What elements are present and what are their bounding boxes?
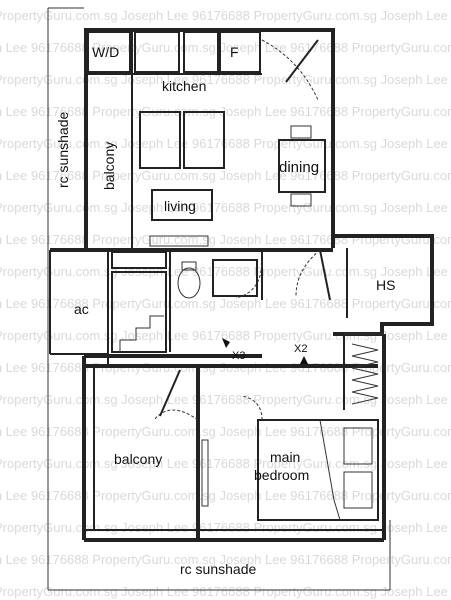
watermark-line: PropertyGuru.com.sg Joseph Lee 96176688 … (0, 392, 451, 407)
watermark-line: Joseph Lee 96176688 PropertyGuru.com.sg … (0, 104, 451, 119)
balcony-top-label: balcony (101, 142, 117, 190)
fridge-label: F (230, 44, 239, 60)
dining-label: dining (279, 159, 319, 176)
sunshade-outline (47, 7, 391, 591)
watermark-line: Joseph Lee 96176688 PropertyGuru.com.sg … (0, 40, 451, 55)
watermark-line: PropertyGuru.com.sg Joseph Lee 96176688 … (0, 456, 451, 471)
watermark-line: PropertyGuru.com.sg Joseph Lee 96176688 … (0, 8, 451, 23)
balcony-bottom-label: balcony (114, 451, 162, 467)
x3-marker-label: X3 (232, 350, 245, 362)
door-swings (153, 39, 331, 421)
living-label: living (164, 198, 196, 214)
dining-furniture (278, 125, 326, 207)
watermark-line: PropertyGuru.com.sg Joseph Lee 96176688 … (0, 520, 451, 535)
hs-label: HS (376, 277, 395, 293)
wd-label: W/D (92, 44, 119, 60)
wardrobe-hatch (351, 343, 379, 405)
watermark-line: Joseph Lee 96176688 PropertyGuru.com.sg … (0, 424, 451, 439)
watermark-line: Joseph Lee 96176688 PropertyGuru.com.sg … (0, 552, 451, 567)
living-furniture (139, 111, 225, 247)
watermark-line: PropertyGuru.com.sg Joseph Lee 96176688 … (0, 72, 451, 87)
walls (49, 28, 434, 542)
watermark-line: PropertyGuru.com.sg Joseph Lee 96176688 … (0, 136, 451, 151)
x2-arrow-icon (300, 356, 308, 364)
main-bedroom-label-line1: main (270, 449, 300, 465)
x2-marker-label: X2 (294, 343, 307, 355)
watermark-line: PropertyGuru.com.sg Joseph Lee 96176688 … (0, 200, 451, 215)
watermark-line: Joseph Lee 96176688 PropertyGuru.com.sg … (0, 296, 451, 311)
rc-sunshade-left-label: rc sunshade (55, 112, 71, 188)
view-markers: X2 X3 (222, 338, 308, 364)
watermark-line: Joseph Lee 96176688 PropertyGuru.com.sg … (0, 488, 451, 503)
watermark-line: Joseph Lee 96176688 PropertyGuru.com.sg … (0, 168, 451, 183)
x3-arrow-icon (222, 338, 230, 348)
kitchen-label: kitchen (162, 78, 206, 94)
room-labels: W/D F kitchen balcony rc sunshade dining… (55, 44, 395, 577)
watermark-line: PropertyGuru.com.sg Joseph Lee 96176688 … (0, 584, 451, 599)
rc-sunshade-bottom-label: rc sunshade (180, 561, 256, 577)
main-bedroom-label-line2: bedroom (254, 467, 309, 483)
ac-label: ac (74, 301, 89, 317)
